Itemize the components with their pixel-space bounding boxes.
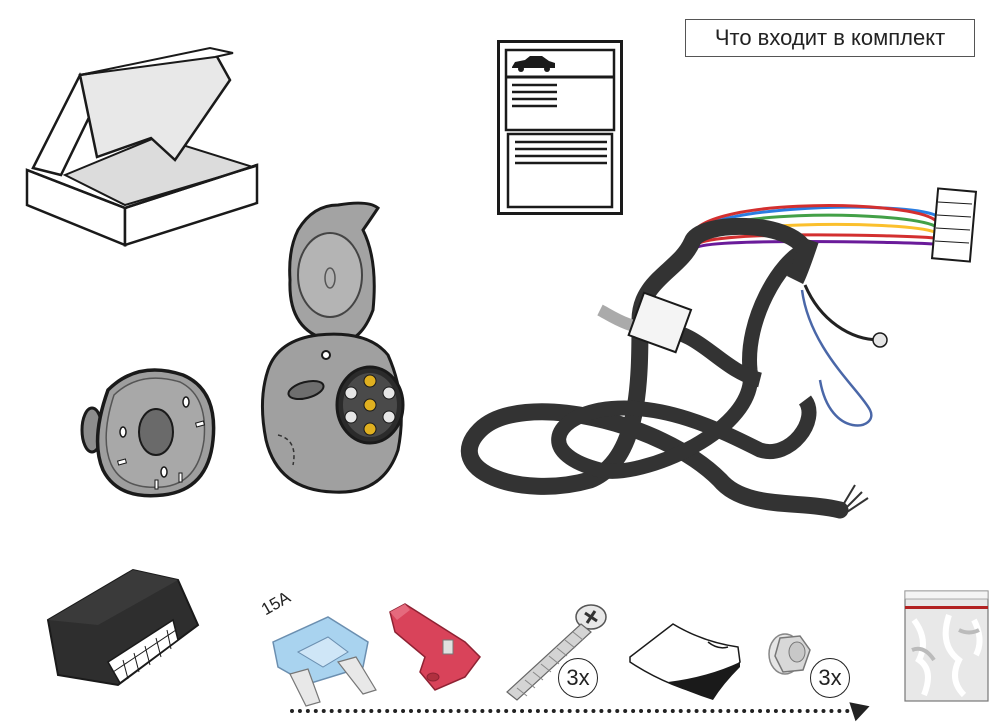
trailer-socket-illustration: [258, 200, 408, 500]
car-icon: [512, 56, 555, 68]
flow-dotted-line: [290, 709, 850, 713]
wire-connector-illustration: [385, 602, 485, 692]
box-illustration: [25, 45, 265, 247]
control-module-illustration: [38, 565, 200, 695]
manual-illustration: [497, 40, 623, 215]
screw-quantity-badge: 3x: [558, 658, 598, 698]
kit-contents-title: Что входит в комплект: [685, 19, 975, 57]
adhesive-pad-illustration: [628, 622, 748, 702]
bag-illustration: [904, 590, 989, 702]
nut-quantity-badge: 3x: [810, 658, 850, 698]
nut-illustration: [765, 628, 815, 678]
socket-mount-illustration: [78, 360, 218, 500]
wiring-harness-illustration: [460, 180, 990, 540]
fuse-illustration: [268, 612, 378, 707]
screw-illustration: [503, 600, 613, 705]
arrow-right-icon: [849, 696, 873, 722]
